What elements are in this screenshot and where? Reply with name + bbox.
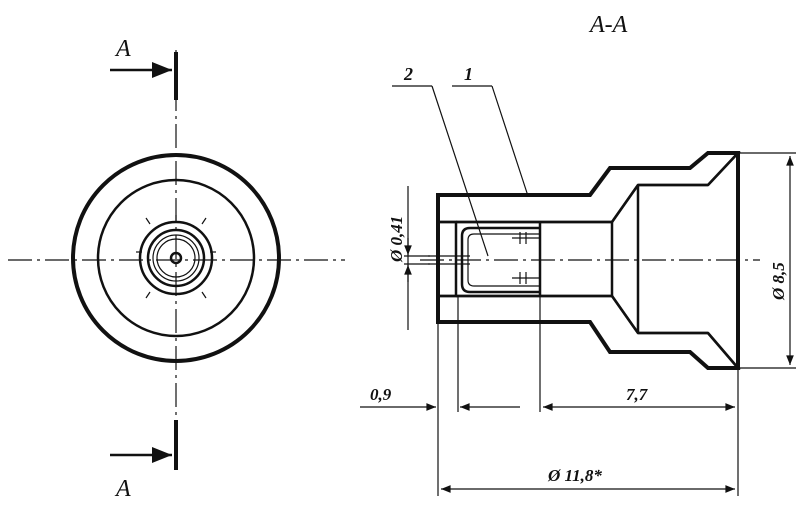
insert-ribs (512, 232, 540, 284)
inner-ring (96, 178, 256, 338)
front-view: A A (8, 36, 345, 502)
leader-part-2-diag (431, 85, 489, 257)
dim-hole-text: Ø 0,41 (387, 216, 406, 263)
dim-outer-text: Ø 8,5 (769, 262, 788, 301)
mouth-bottom (707, 332, 739, 369)
cut-label-bottom: A (114, 476, 131, 502)
leader-part-1-diag (491, 85, 529, 197)
outer-ring (71, 153, 281, 363)
section-view: A-A (360, 12, 796, 496)
bore-circle (138, 220, 214, 296)
cone-bottom (610, 295, 640, 334)
orifice-circle (169, 251, 183, 265)
part-2-label: 2 (403, 64, 413, 84)
section-title: A-A (588, 12, 628, 38)
cut-label-top: A (114, 36, 131, 62)
insert-core (156, 238, 196, 278)
insert-inner (152, 234, 200, 282)
bore-ticks (136, 215, 216, 299)
insert-outer (146, 228, 206, 288)
mouth-top (707, 152, 739, 186)
dim-offset-text: 0,9 (370, 385, 392, 404)
dim-length-text: 7,7 (626, 385, 649, 404)
cone-top (610, 184, 640, 223)
part-1-label: 1 (464, 64, 473, 84)
tip-hatch (436, 220, 458, 298)
dim-overall-text: Ø 11,8* (547, 466, 602, 485)
